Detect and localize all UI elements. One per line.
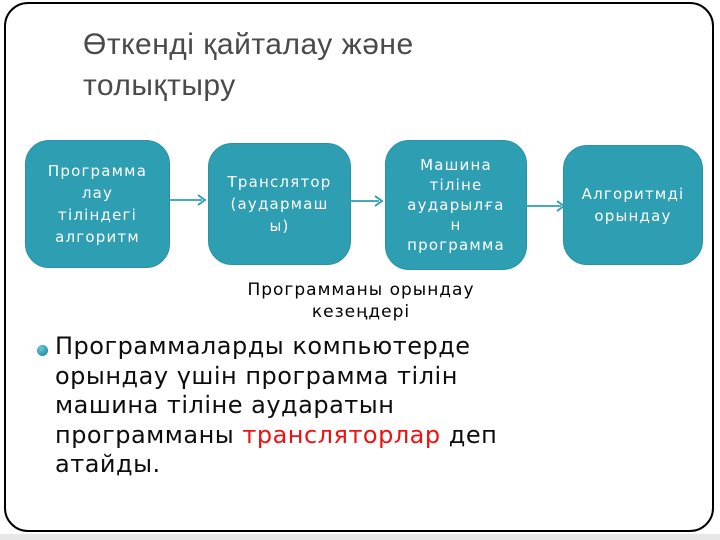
flow-box-execute-algorithm: Алгоритмді орындау — [563, 145, 703, 265]
highlight-term: трансляторлар — [242, 420, 441, 449]
flow-arrow-icon — [169, 194, 207, 206]
flow-arrow-icon — [350, 195, 384, 207]
page-title: Өткенді қайталау және толықтыру — [83, 28, 414, 102]
body-paragraph: Программаларды компьютерде орындау үшін … — [55, 332, 555, 480]
flow-arrow-icon — [526, 200, 566, 212]
flow-box-machine-program: Машина тіліне аударылға н программа — [385, 140, 527, 270]
bottom-strip — [0, 534, 720, 540]
flow-box-translator: Транслятор (аудармаш ы) — [208, 143, 351, 265]
body-text-after: деп атайды. — [55, 420, 498, 479]
body-text-before: Программаларды компьютерде орындау үшін … — [55, 332, 471, 449]
flow-box-algorithm-in-language: Программа лау тіліндегі алгоритм — [25, 140, 170, 268]
flowchart-caption: Программаны орындау кезеңдері — [247, 280, 475, 322]
bullet-icon — [37, 345, 48, 356]
